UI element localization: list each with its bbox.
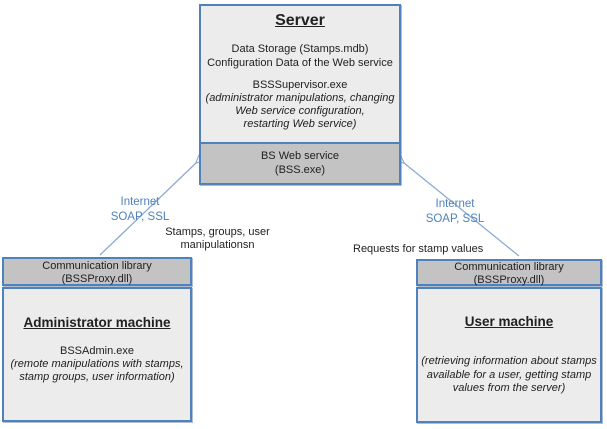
user-machine-title: User machine (464, 314, 554, 329)
admin-desc-line-2: stamp groups, user information) (19, 371, 175, 383)
server-storage-text: Data Storage (Stamps.mdb) Configuration … (201, 43, 399, 70)
user-header-line-2: (BSSProxy.dll) (473, 273, 545, 286)
user-internet-label: Internet SOAP, SSL (415, 197, 495, 226)
admin-machine-node: Administrator machine BSSAdmin.exe (remo… (2, 287, 192, 422)
user-machine-node: User machine (retrieving information abo… (416, 287, 602, 423)
user-desc-line-3: values from the server) (452, 382, 566, 394)
server-title: Server (275, 12, 325, 29)
web-service-band-line-2: (BSS.exe) (274, 163, 326, 176)
user-comm-library-header: Communication library (BSSProxy.dll) (416, 259, 602, 286)
admin-header-line-1: Communication library (42, 260, 152, 272)
web-service-band: BS Web service (BSS.exe) (199, 142, 401, 185)
server-storage-line-2: Configuration Data of the Web service (207, 56, 393, 69)
server-storage-line-1: Data Storage (Stamps.mdb) (231, 43, 369, 55)
server-desc-line-1: (administrator manipulations, changing (205, 92, 395, 104)
user-header-line-1: Communication library (454, 261, 564, 273)
admin-manipulations-line-2: manipulationsn (180, 239, 255, 251)
user-desc-line-2: available for a user, getting stamp (426, 368, 592, 381)
user-desc-line-1: (retrieving information about stamps (421, 355, 597, 367)
admin-manipulations-label: Stamps, groups, user manipulationsn (160, 226, 275, 252)
admin-header-line-2: (BSSProxy.dll) (61, 272, 133, 285)
user-machine-description: (retrieving information about stamps ava… (418, 355, 600, 396)
server-app-description: (administrator manipulations, changing W… (201, 92, 399, 131)
admin-internet-label-line-1: Internet (120, 196, 160, 208)
admin-internet-label: Internet SOAP, SSL (100, 195, 180, 224)
server-desc-line-2: Web service configuration, (235, 105, 365, 117)
server-node: Server Data Storage (Stamps.mdb) Configu… (199, 4, 401, 185)
admin-desc-line-1: (remote manipulations with stamps, (10, 358, 184, 370)
web-service-band-line-1: BS Web service (260, 150, 340, 162)
user-internet-label-line-1: Internet (435, 198, 475, 210)
server-desc-line-3: restarting Web service) (243, 118, 357, 130)
user-requests-label: Requests for stamp values (353, 243, 484, 255)
server-app-name: BSSSupervisor.exe (252, 79, 348, 91)
admin-internet-label-line-2: SOAP, SSL (110, 210, 170, 223)
admin-app-name: BSSAdmin.exe (60, 345, 134, 357)
admin-machine-title: Administrator machine (23, 315, 171, 330)
admin-comm-library-header: Communication library (BSSProxy.dll) (2, 257, 192, 286)
admin-app-description: (remote manipulations with stamps, stamp… (4, 358, 190, 384)
user-internet-label-line-2: SOAP, SSL (425, 212, 485, 225)
admin-manipulations-line-1: Stamps, groups, user (165, 226, 270, 238)
